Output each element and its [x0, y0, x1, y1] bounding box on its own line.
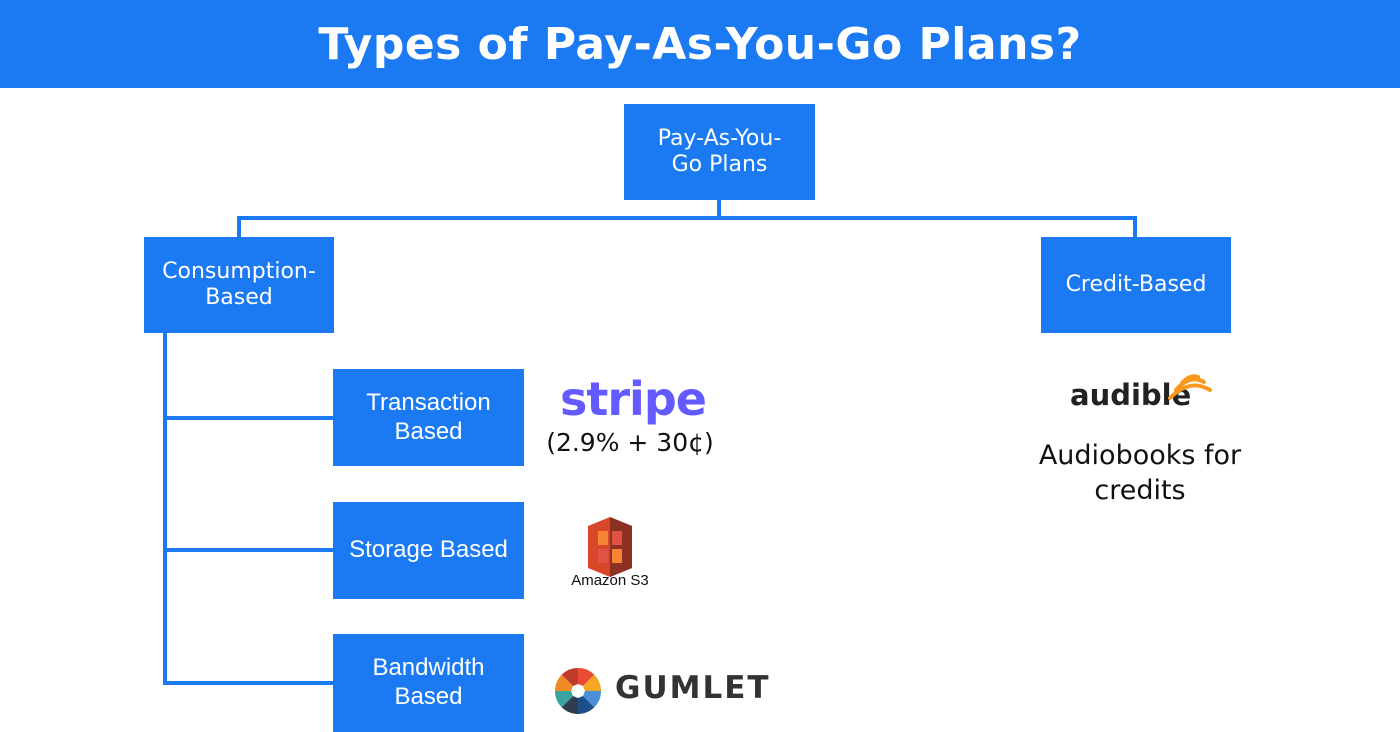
root-node-line1: Pay-As-You- — [657, 125, 782, 151]
audible-description: Audiobooks for credits — [1000, 438, 1280, 508]
transaction-node-line2: Based — [394, 417, 463, 445]
transaction-node-line1: Transaction — [366, 388, 491, 416]
root-node: Pay-As-You- Go Plans — [624, 104, 815, 200]
gumlet-wordmark: GUMLET — [615, 670, 771, 706]
storage-based-node: Storage Based — [333, 502, 524, 599]
title-banner: Types of Pay-As-You-Go Plans? — [0, 0, 1400, 88]
consumption-node-line1: Consumption- — [162, 258, 316, 284]
amazon-s3-label: Amazon S3 — [571, 572, 649, 589]
audible-description-line1: Audiobooks for — [1038, 440, 1242, 471]
gumlet-pinwheel-icon — [554, 667, 602, 715]
bandwidth-based-node: Bandwidth Based — [333, 634, 524, 732]
stripe-logo: stripe — [560, 372, 707, 426]
bandwidth-node-line1: Bandwidth — [372, 654, 485, 682]
consumption-node-line2: Based — [205, 285, 273, 310]
stripe-pricing-note: (2.9% + 30¢) — [546, 428, 714, 457]
consumption-based-node: Consumption- Based — [144, 237, 334, 333]
amazon-s3-bucket-icon — [588, 517, 632, 577]
audible-description-line2: credits — [1094, 475, 1186, 507]
bandwidth-node-line2: Based — [394, 683, 463, 710]
root-node-line2: Go Plans — [671, 152, 768, 177]
transaction-based-node: Transaction Based — [333, 369, 524, 466]
audible-waves-icon — [1168, 374, 1212, 400]
credit-node-label: Credit-Based — [1065, 271, 1207, 297]
storage-node-label: Storage Based — [349, 536, 508, 564]
credit-based-node: Credit-Based — [1041, 237, 1231, 333]
page-title: Types of Pay-As-You-Go Plans? — [318, 18, 1082, 70]
